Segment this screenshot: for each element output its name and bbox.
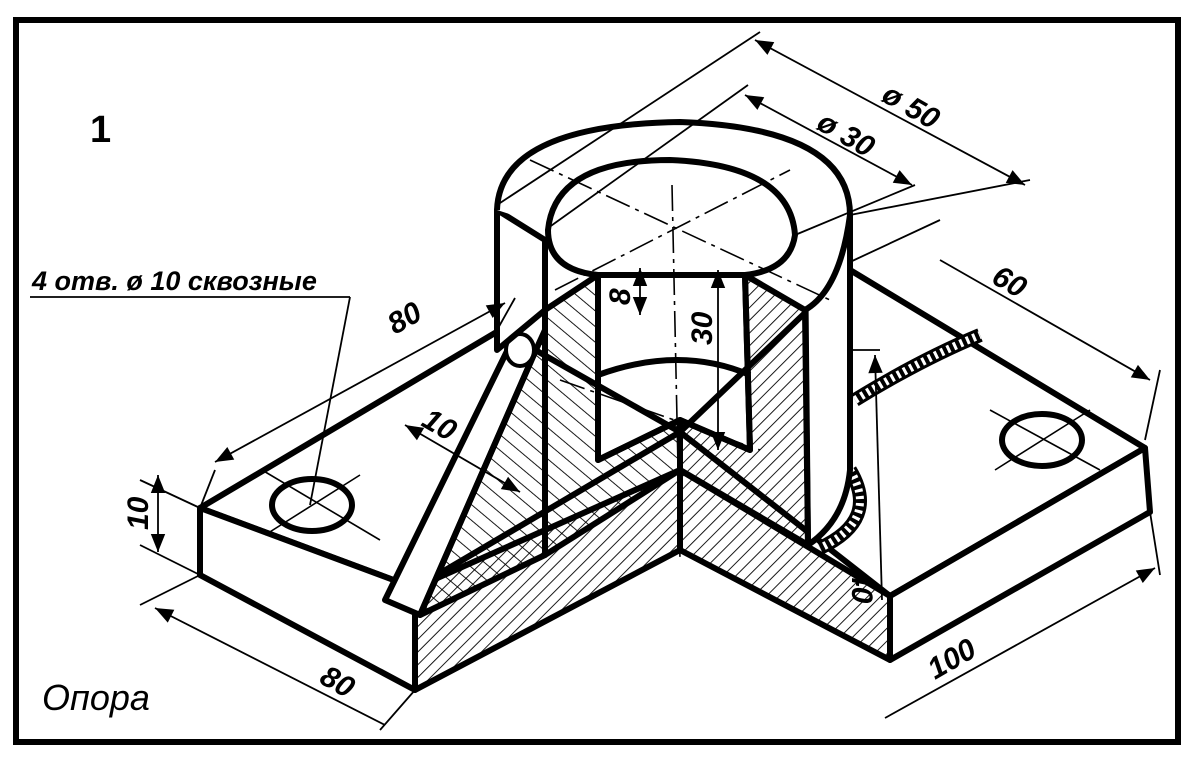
dim-base-width-left: 80 — [382, 296, 428, 341]
part-name: Опора — [42, 677, 150, 718]
dim-bore-depth: 30 — [686, 311, 719, 345]
mounting-holes — [261, 409, 1101, 541]
dim-arm-width-right: 60 — [987, 259, 1033, 304]
boss-outer-left — [494, 207, 548, 353]
hole-note: 4 отв. ø 10 сквозные — [31, 266, 317, 296]
dim-arm-length-right: 100 — [922, 632, 982, 686]
boss-top-inner-icon — [544, 156, 799, 278]
dim-counterbore-depth: 8 — [604, 288, 637, 305]
dim-base-depth-left: 80 — [315, 659, 361, 704]
dim-total-height: 40 — [845, 569, 878, 604]
drawing-frame — [13, 17, 1181, 745]
figure-number: 1 — [90, 109, 111, 151]
dimension-lines — [30, 31, 1161, 731]
dim-base-thickness: 10 — [122, 496, 155, 530]
dim-outer-diameter: ø 50 — [877, 77, 946, 136]
weld-bead — [816, 328, 983, 555]
center-lines — [529, 159, 831, 561]
